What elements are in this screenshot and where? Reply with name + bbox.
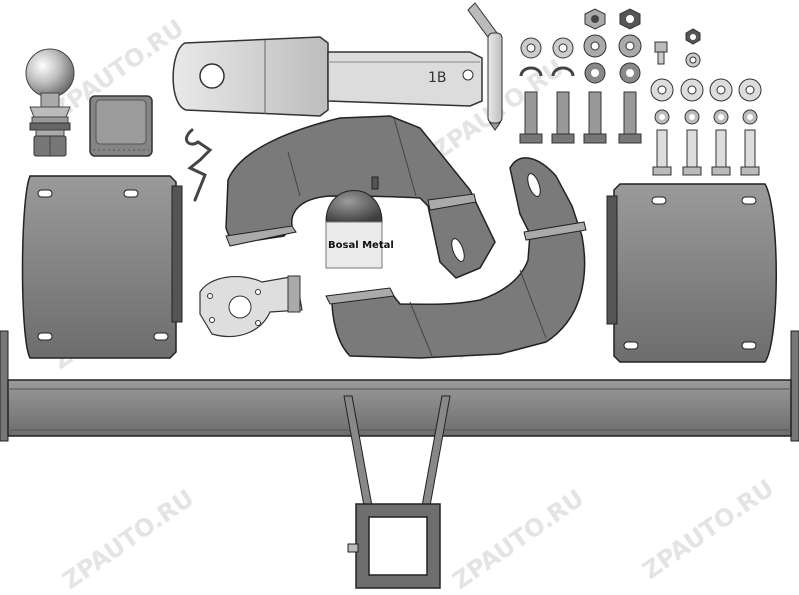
bolt [618,91,642,144]
ball-mount-tongue: 1B [172,36,483,117]
watermark-6: ZPAUTO.RU [57,484,199,595]
watermark-7: ZPAUTO.RU [447,484,589,595]
bolt [519,91,543,144]
cover-brand-label: Bosal Metal [328,240,394,251]
bolt [682,129,702,176]
right-mounting-plate [606,183,777,363]
hardware-set-a [519,8,642,144]
main-crossbeam [0,330,799,442]
socket-mounting-plate [199,275,303,338]
bolt [711,129,731,176]
hardware-set-b [650,28,762,176]
bolt [551,91,575,144]
locking-pin [467,2,503,131]
bolt [583,91,607,144]
bolt [740,129,760,176]
ball-cover-cap: Bosal Metal [325,176,394,269]
right-curved-bracket [325,157,587,359]
r-clip [185,128,213,202]
hitch-receiver [343,395,451,589]
tow-ball [25,48,75,157]
left-mounting-plate [21,175,183,359]
watermark-8: ZPAUTO.RU [637,474,779,585]
rubber-pad [89,95,153,157]
left-curved-bracket [225,115,496,279]
engraving-label: 1B [428,70,447,86]
bolt [652,129,672,176]
